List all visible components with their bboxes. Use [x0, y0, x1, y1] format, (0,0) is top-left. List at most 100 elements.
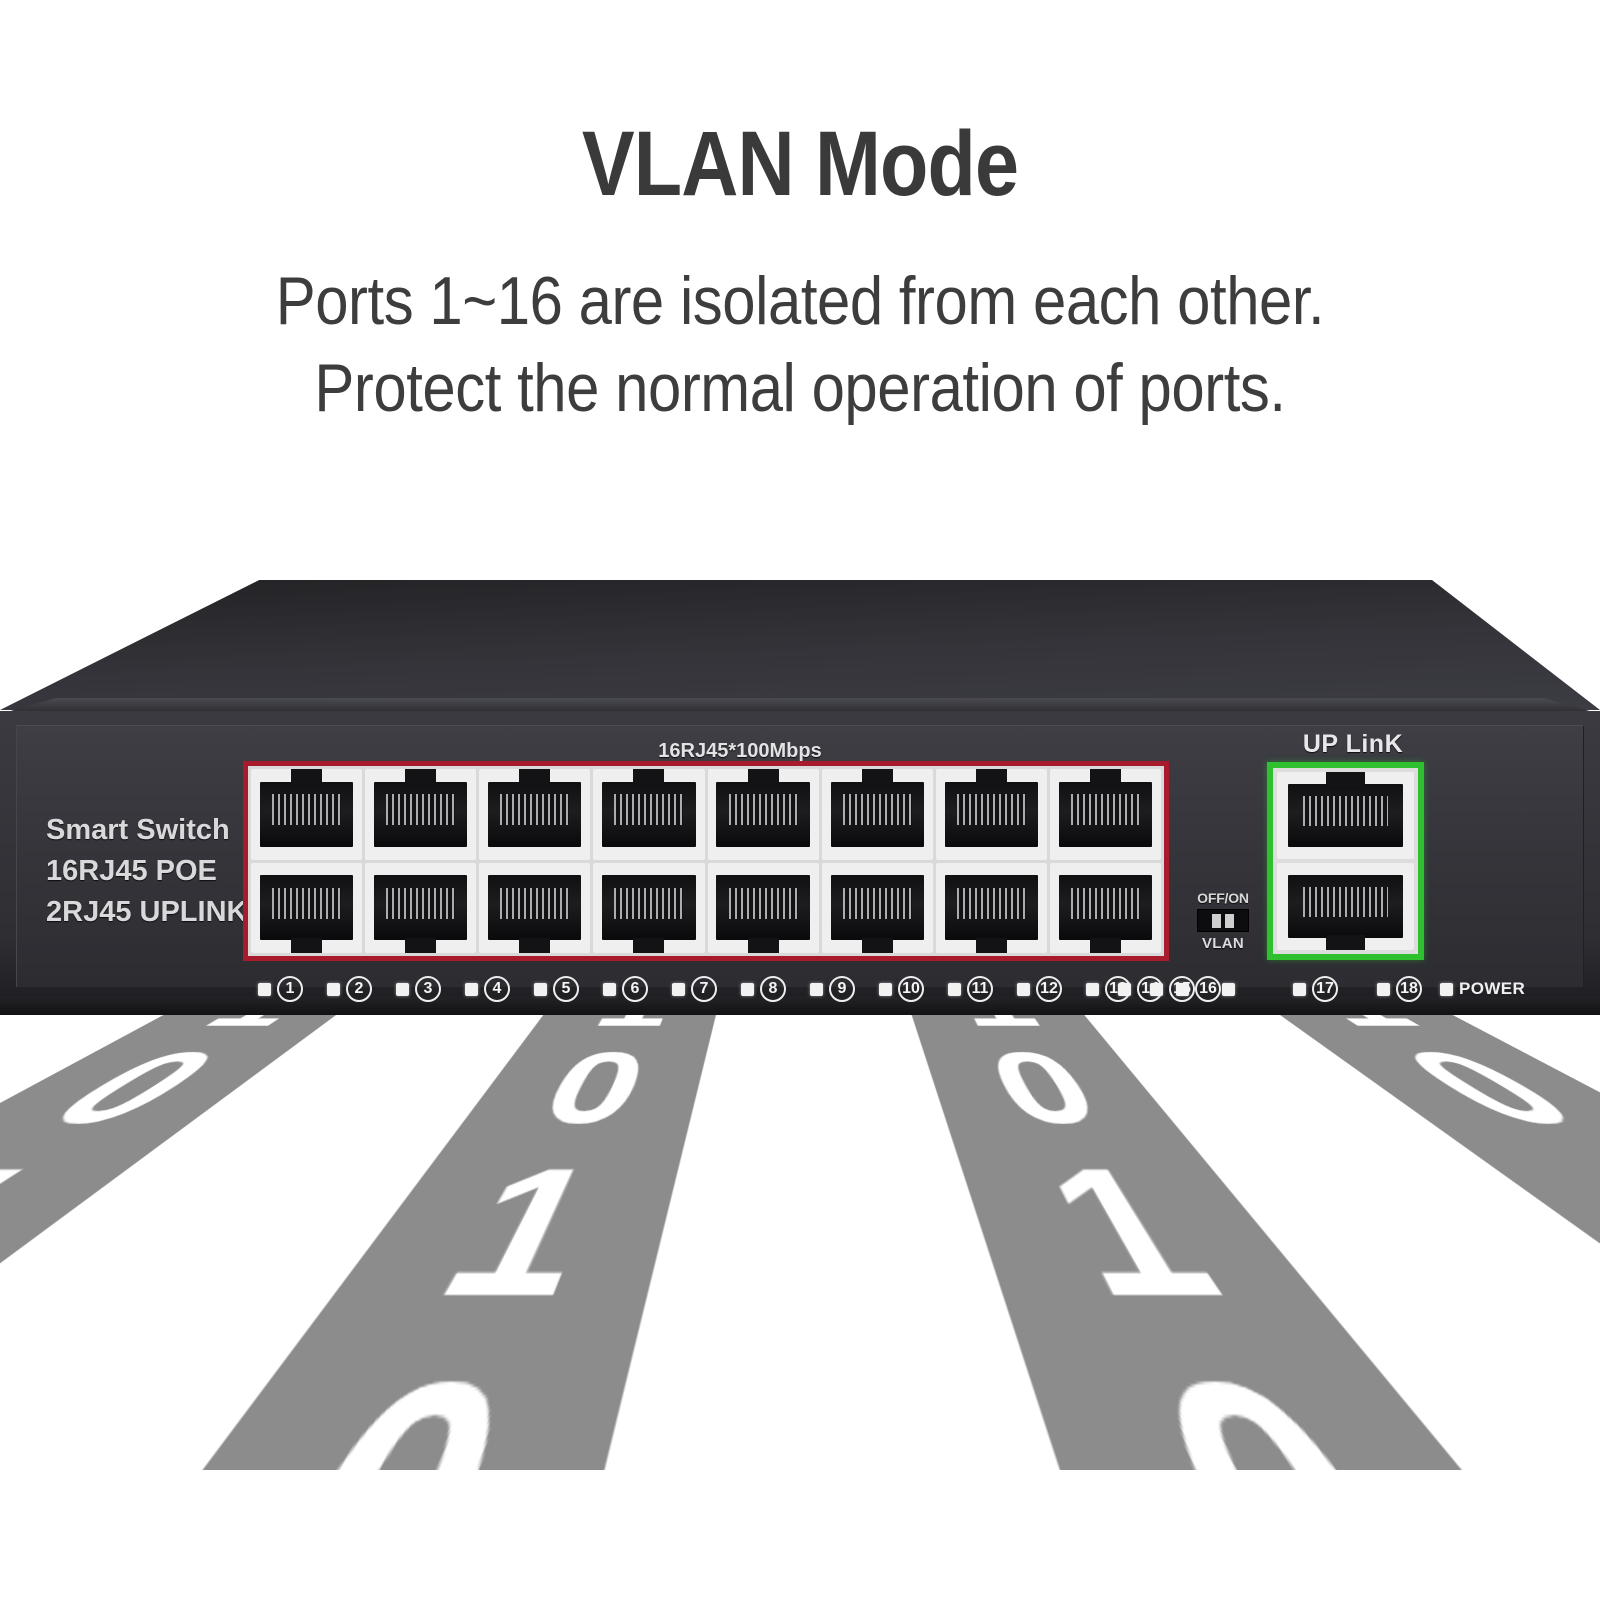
led-dot — [534, 983, 547, 996]
port-led-16: 16 — [1176, 972, 1221, 1006]
rj45-tab-notch — [291, 769, 322, 784]
led-dot — [1086, 983, 1099, 996]
rj45-port[interactable] — [479, 769, 590, 860]
main-rj45-port-group[interactable] — [243, 761, 1169, 961]
uplink-rj45-port[interactable] — [1277, 772, 1414, 859]
rj45-port[interactable] — [1050, 863, 1161, 954]
brand-line-model: Smart Switch — [46, 810, 247, 851]
vlan-dip-switch[interactable] — [1197, 909, 1249, 932]
rj45-tab-notch — [1326, 772, 1364, 787]
led-dot — [672, 983, 685, 996]
port-led-number: 10 — [898, 976, 924, 1002]
heading-block: VLAN Mode Ports 1~16 are isolated from e… — [0, 118, 1600, 432]
rj45-port[interactable] — [708, 769, 819, 860]
binary-digit: 0 — [446, 1039, 710, 1145]
port-led-4: 4 — [465, 972, 510, 1006]
port-led-2: 2 — [327, 972, 372, 1006]
subtitle-line-2: Protect the normal operation of ports. — [96, 345, 1504, 432]
power-led-label: POWER — [1459, 979, 1525, 999]
port-led-number: 6 — [622, 976, 648, 1002]
subtitle-line-1: Ports 1~16 are isolated from each other. — [96, 258, 1504, 345]
binary-digit: 1 — [1462, 1145, 1600, 1337]
rj45-port[interactable] — [936, 863, 1047, 954]
led-dot — [948, 983, 961, 996]
port-led-17: 17 — [1293, 972, 1338, 1006]
dip-off-on-label: OFF/ON — [1180, 890, 1266, 906]
rj45-tab-notch — [862, 938, 893, 953]
rj45-port[interactable] — [365, 863, 476, 954]
led-dot — [879, 983, 892, 996]
port-led-3: 3 — [396, 972, 441, 1006]
led-dot — [1150, 983, 1163, 996]
led-dot — [810, 983, 823, 996]
led-dot — [741, 983, 754, 996]
binary-digit: 1 — [954, 1145, 1351, 1337]
rj45-port[interactable] — [708, 863, 819, 954]
ports-speed-label: 16RJ45*100Mbps — [600, 740, 880, 763]
rj45-port[interactable] — [251, 769, 362, 860]
port-led-1: 1 — [258, 972, 303, 1006]
rj45-tab-notch — [748, 769, 779, 784]
dip-vlan-label: VLAN — [1180, 935, 1266, 952]
binary-digit: 1 — [0, 1145, 160, 1337]
port-led-18: 18 — [1377, 972, 1422, 1006]
led-dot — [1377, 983, 1390, 996]
rj45-port[interactable] — [1050, 769, 1161, 860]
rj45-port[interactable] — [251, 863, 362, 954]
vlan-dip-switch-block[interactable]: OFF/ON VLAN — [1180, 890, 1266, 952]
binary-digit: 1 — [302, 1145, 684, 1337]
subtitle-block: Ports 1~16 are isolated from each other.… — [0, 258, 1600, 432]
port-led-10: 10 — [879, 972, 924, 1006]
led-dot — [1176, 983, 1189, 996]
rj45-tab-notch — [291, 938, 322, 953]
binary-data-streams: 101010101010101010101010 101010101010101… — [0, 970, 1600, 1470]
rj45-port[interactable] — [593, 863, 704, 954]
port-led-number: 11 — [967, 976, 993, 1002]
port-led-number: 3 — [415, 976, 441, 1002]
brand-line-poe: 16RJ45 POE — [46, 851, 247, 892]
network-switch-device: Smart Switch 16RJ45 POE 2RJ45 UPLINK 16R… — [0, 580, 1600, 1025]
port-led-number: 9 — [829, 976, 855, 1002]
rj45-tab-notch — [1090, 769, 1121, 784]
port-led-number: 7 — [691, 976, 717, 1002]
dip-toggle[interactable] — [1225, 914, 1234, 928]
chassis-top-face — [0, 580, 1600, 710]
port-led-number: 12 — [1036, 976, 1062, 1002]
port-led-number: 16 — [1195, 976, 1221, 1002]
binary-digit: 0 — [919, 1039, 1192, 1145]
port-led-number: 2 — [346, 976, 372, 1002]
rj45-tab-notch — [1326, 935, 1364, 950]
dip-toggle[interactable] — [1212, 914, 1221, 928]
port-led-number: 5 — [553, 976, 579, 1002]
uplink-rj45-port-group[interactable] — [1267, 762, 1424, 960]
rj45-port[interactable] — [822, 769, 933, 860]
uplink-label: UP LinK — [1258, 730, 1448, 759]
rj45-port[interactable] — [479, 863, 590, 954]
led-dot — [327, 983, 340, 996]
rj45-port[interactable] — [593, 769, 704, 860]
rj45-tab-notch — [405, 769, 436, 784]
port-led-number: 18 — [1396, 976, 1422, 1002]
rj45-tab-notch — [633, 769, 664, 784]
led-dot — [465, 983, 478, 996]
uplink-rj45-port[interactable] — [1277, 863, 1414, 950]
rj45-tab-notch — [976, 938, 1007, 953]
port-led-number: 8 — [760, 976, 786, 1002]
rj45-tab-notch — [519, 938, 550, 953]
port-led-5: 5 — [534, 972, 579, 1006]
led-dot — [603, 983, 616, 996]
rj45-tab-notch — [748, 938, 779, 953]
power-led: POWER — [1440, 972, 1525, 1006]
led-dot — [396, 983, 409, 996]
vlan-status-led — [1222, 972, 1235, 1006]
led-dot — [1017, 983, 1030, 996]
port-led-number: 4 — [484, 976, 510, 1002]
brand-line-uplink: 2RJ45 UPLINK — [46, 892, 247, 933]
rj45-port[interactable] — [822, 863, 933, 954]
port-led-number: 17 — [1312, 976, 1338, 1002]
rj45-port[interactable] — [365, 769, 476, 860]
rj45-tab-notch — [633, 938, 664, 953]
port-led-12: 12 — [1017, 972, 1062, 1006]
rj45-port[interactable] — [936, 769, 1047, 860]
rj45-tab-notch — [976, 769, 1007, 784]
